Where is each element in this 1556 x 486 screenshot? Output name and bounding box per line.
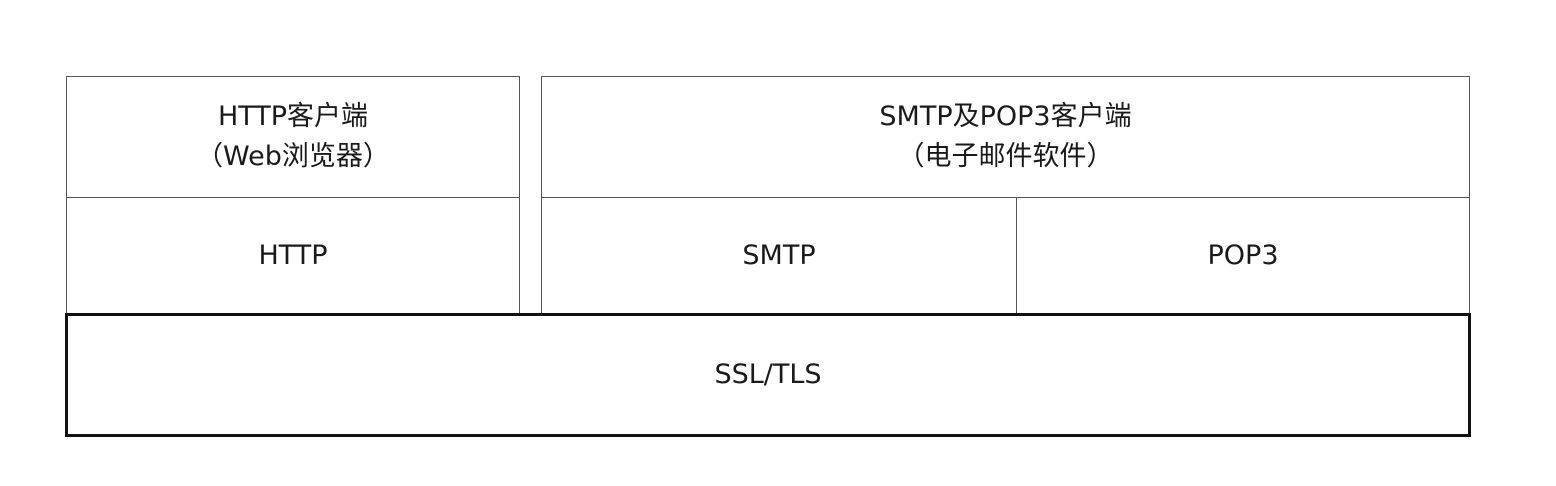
http-client-box: HTTP客户端 （Web浏览器） [66, 76, 520, 198]
ssl-tls-label: SSL/TLS [714, 359, 822, 390]
http-label: HTTP [258, 239, 328, 271]
mail-client-title: SMTP及POP3客户端 [879, 101, 1132, 132]
pop3-label: POP3 [1207, 239, 1279, 271]
smtp-label: SMTP [742, 239, 816, 271]
smtp-protocol-box: SMTP [541, 197, 1017, 314]
http-client-subtitle: （Web浏览器） [196, 141, 390, 172]
mail-client-box: SMTP及POP3客户端 （电子邮件软件） [541, 76, 1470, 198]
ssl-tls-layer-box: SSL/TLS [65, 313, 1471, 437]
http-protocol-box: HTTP [66, 197, 520, 314]
http-client-title: HTTP客户端 [217, 101, 369, 132]
mail-client-subtitle: （电子邮件软件） [897, 141, 1114, 172]
pop3-protocol-box: POP3 [1016, 197, 1470, 314]
